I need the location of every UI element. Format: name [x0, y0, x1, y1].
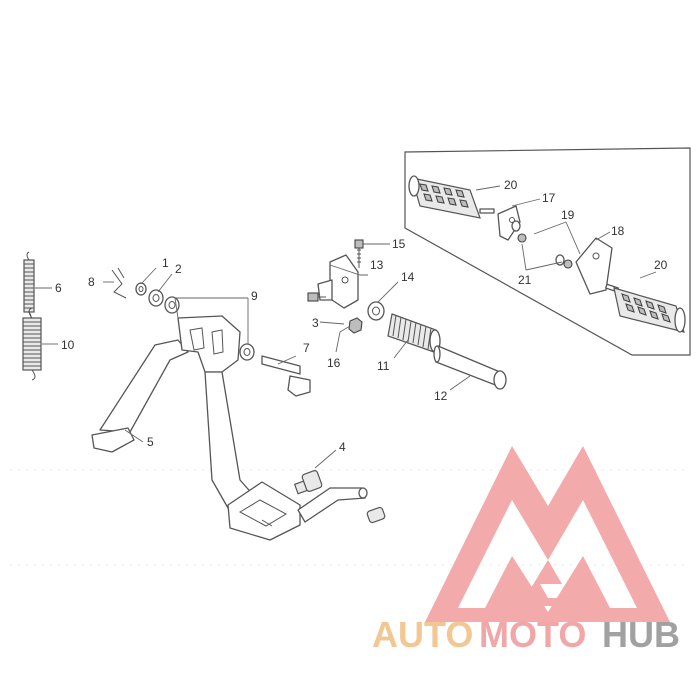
watermark-text-auto: AUTO — [372, 614, 473, 655]
background-dots — [10, 469, 690, 566]
stand-bumper — [293, 470, 386, 524]
label-16: 16 — [327, 356, 341, 370]
leader-lines — [35, 185, 657, 469]
watermark-text-moto: MOTO — [479, 614, 586, 655]
logo-triangle-mark — [425, 446, 670, 622]
bolt-long — [354, 239, 364, 268]
label-11: 11 — [377, 359, 390, 373]
label-1: 1 — [162, 256, 169, 270]
footrest-bracket — [317, 254, 359, 309]
footrest-bracket-right — [575, 237, 613, 295]
part-labels: 1 2 3 4 5 6 7 8 9 10 11 12 13 14 15 16 1… — [55, 178, 668, 454]
footrest-rubber-right — [605, 283, 686, 333]
footrest-pin — [433, 345, 507, 390]
label-20-left: 20 — [504, 178, 518, 192]
nut-21b — [563, 259, 573, 269]
washer-14 — [367, 301, 385, 321]
label-3: 3 — [312, 316, 319, 330]
footrest-inset-frame — [404, 147, 691, 356]
label-12: 12 — [434, 389, 448, 403]
label-20-right: 20 — [654, 258, 668, 272]
bolt-small — [307, 292, 326, 302]
stand-pin — [261, 355, 311, 397]
label-4: 4 — [339, 440, 346, 454]
clip — [111, 267, 127, 299]
label-2: 2 — [175, 262, 182, 276]
label-10: 10 — [61, 338, 75, 352]
label-9: 9 — [251, 289, 258, 303]
label-19: 19 — [561, 208, 575, 222]
label-17: 17 — [542, 191, 556, 205]
label-18: 18 — [611, 224, 625, 238]
main-stand — [91, 315, 368, 541]
washer-2 — [148, 289, 164, 307]
footrest-rubber-left — [408, 175, 495, 219]
washer-19a — [511, 220, 521, 232]
watermark-text-hub: HUB — [602, 614, 680, 655]
label-7: 7 — [303, 341, 310, 355]
rubber-grip — [387, 313, 441, 353]
washer-1 — [135, 282, 147, 296]
label-15: 15 — [392, 237, 406, 251]
label-14: 14 — [401, 270, 415, 284]
spring-large — [22, 307, 42, 381]
watermark-logo: AUTO MOTO HUB — [372, 446, 680, 655]
label-21: 21 — [518, 273, 532, 287]
label-8: 8 — [88, 275, 95, 289]
nut-21a — [517, 233, 527, 243]
label-5: 5 — [147, 435, 154, 449]
washer-9 — [239, 343, 255, 361]
nut — [348, 317, 363, 334]
label-6: 6 — [55, 281, 62, 295]
logo-inner-g — [520, 560, 575, 606]
label-13: 13 — [370, 258, 384, 272]
